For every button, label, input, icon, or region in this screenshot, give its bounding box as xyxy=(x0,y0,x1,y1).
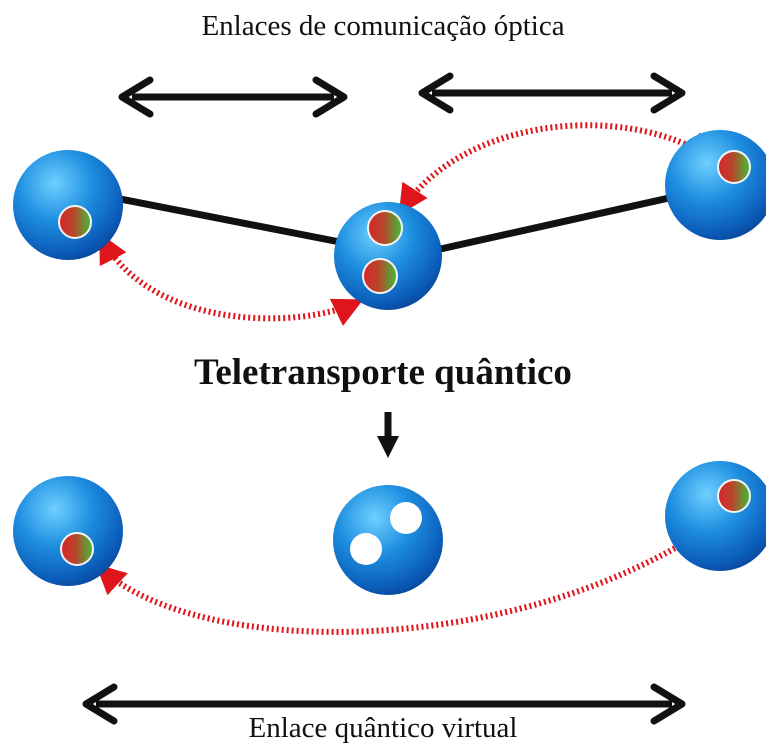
entanglement-arc-virtual xyxy=(95,516,725,635)
empty-qubit-slot-icon xyxy=(390,502,422,534)
qubit-icon xyxy=(58,205,92,239)
optical-link-arrow-right xyxy=(418,72,686,114)
node-left-bottom xyxy=(13,476,123,586)
teleportation-title: Teletransporte quântico xyxy=(194,352,572,393)
node-left-top xyxy=(13,150,123,260)
node-right-bottom xyxy=(665,461,766,571)
optical-links-label: Enlaces de comunicação óptica xyxy=(201,10,565,42)
entanglement-arc-top-left xyxy=(99,232,364,326)
down-arrow-icon xyxy=(377,412,399,458)
fiber-link-left xyxy=(114,194,346,247)
node-right-top xyxy=(665,130,766,240)
qubit-icon xyxy=(60,532,94,566)
node-center-top xyxy=(334,202,442,310)
qubit-icon xyxy=(367,210,403,246)
qubit-icon xyxy=(362,258,398,294)
qubit-icon xyxy=(717,150,751,184)
virtual-link-arrow xyxy=(82,683,686,725)
fiber-link-right xyxy=(435,192,679,254)
virtual-link-label: Enlace quântico virtual xyxy=(248,712,518,744)
qubit-icon xyxy=(717,479,751,513)
node-center-bottom xyxy=(333,485,443,595)
empty-qubit-slot-icon xyxy=(350,533,382,565)
optical-link-arrow-left xyxy=(118,76,348,118)
